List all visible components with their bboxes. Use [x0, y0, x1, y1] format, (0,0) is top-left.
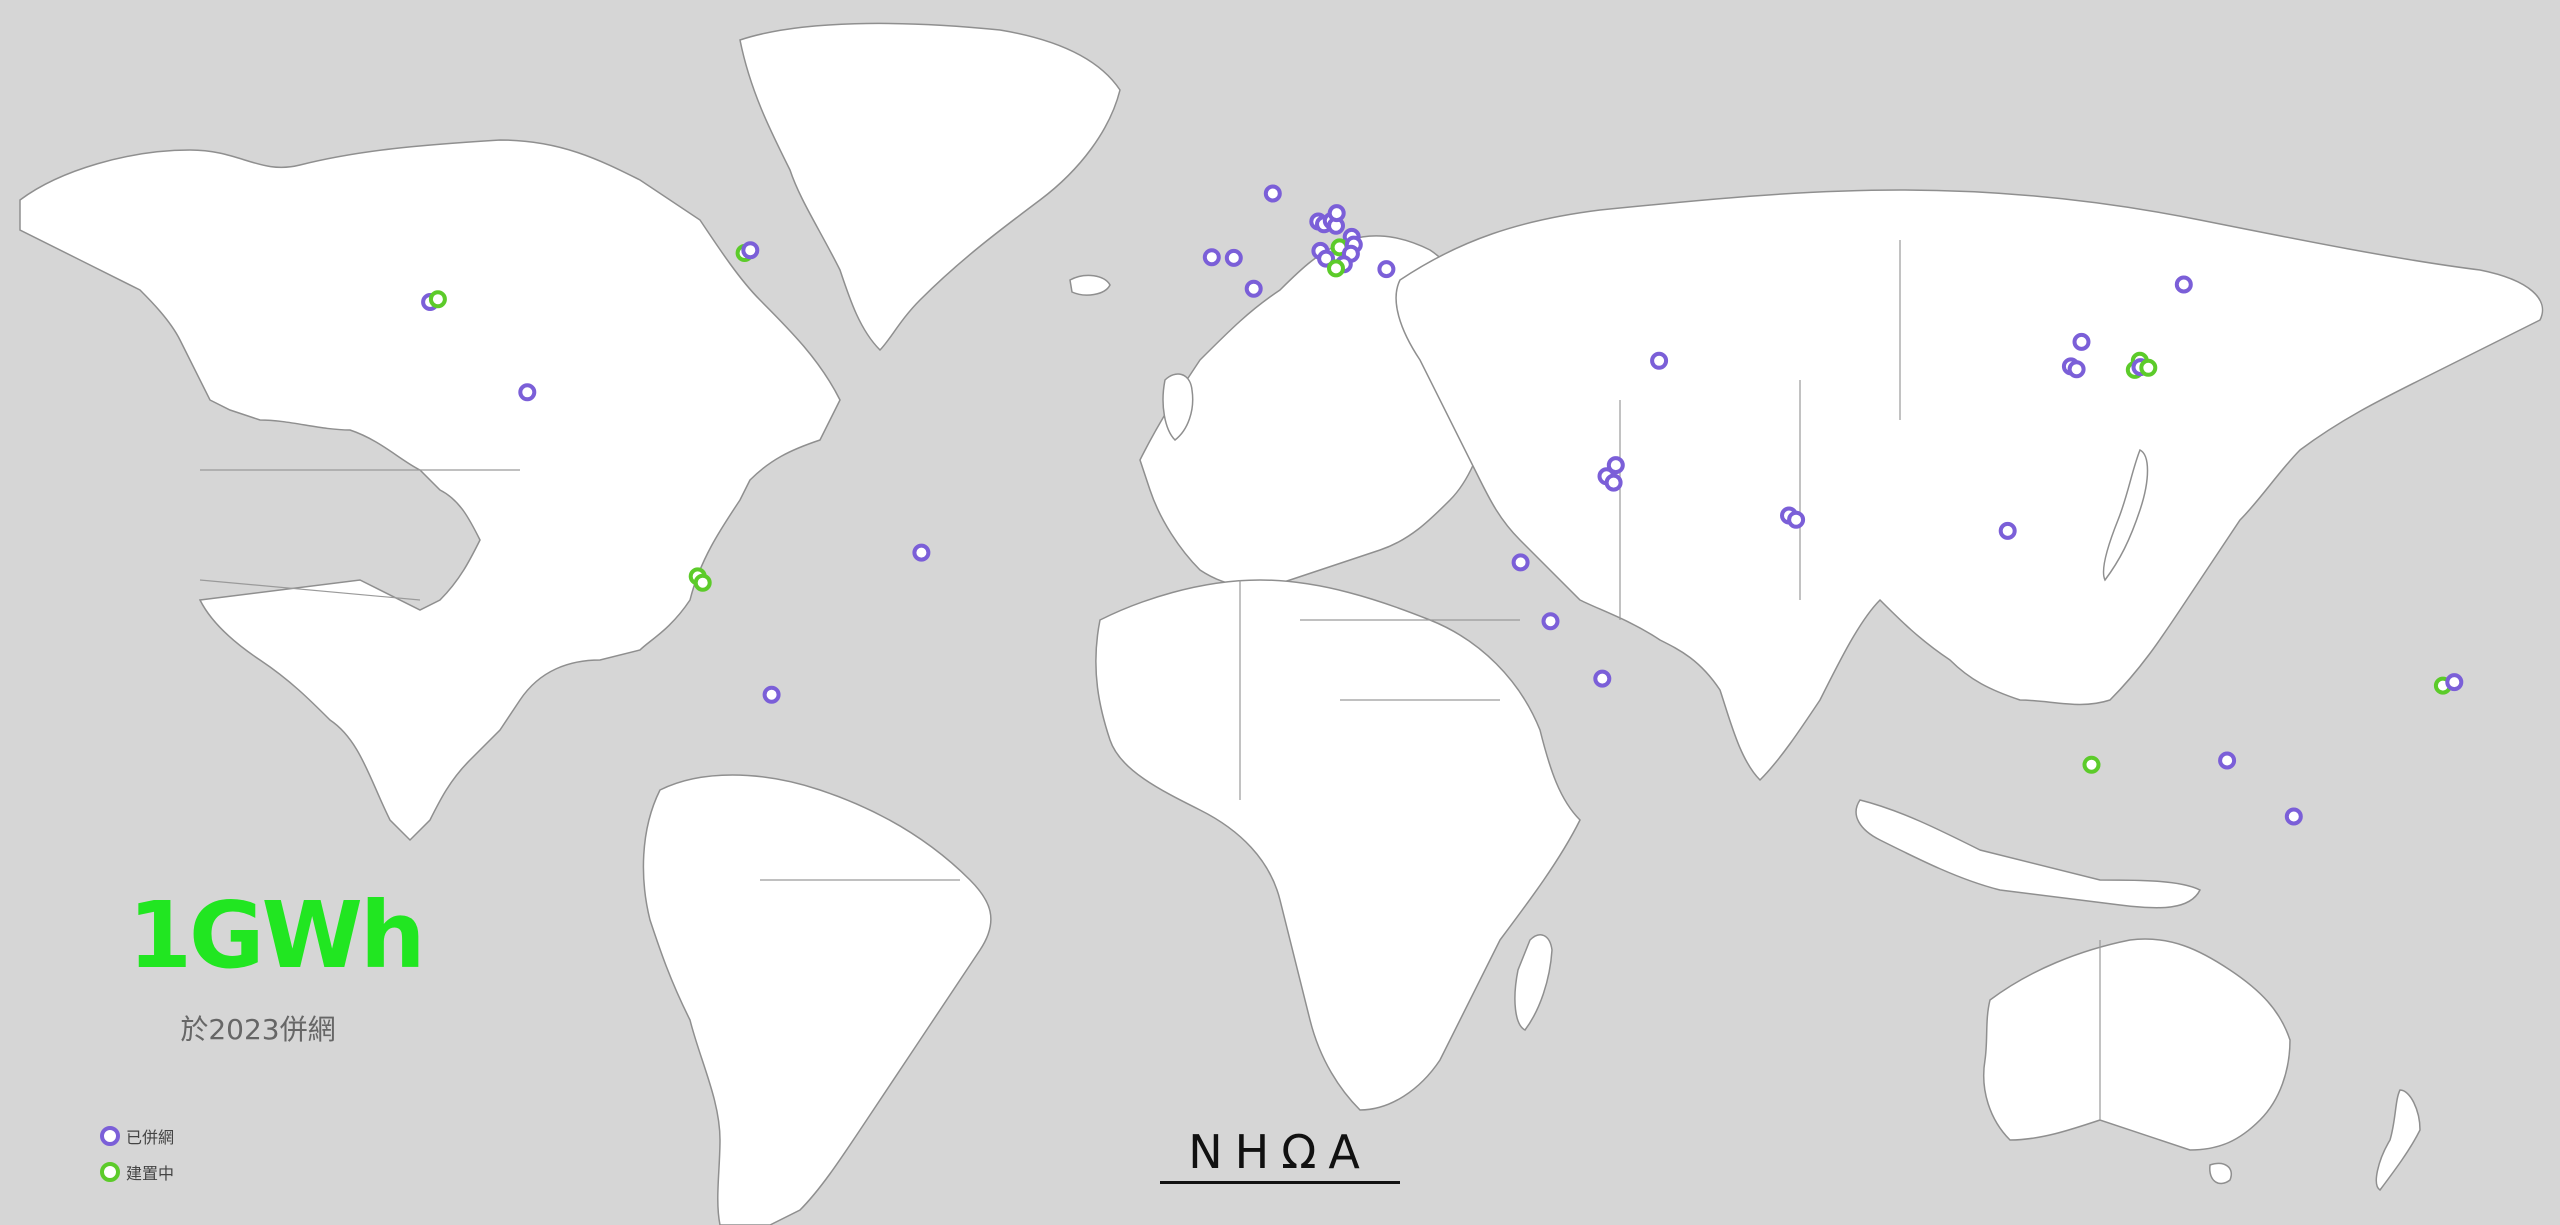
madagascar — [1514, 934, 1553, 1031]
legend-label-connected: 已併網 — [126, 1128, 175, 1147]
legend-item-construction: 建置中 — [100, 1154, 174, 1190]
indonesia — [1855, 799, 2202, 909]
uk — [1162, 373, 1194, 441]
site-marker-connected[interactable] — [1998, 521, 2017, 540]
site-marker-connected[interactable] — [1604, 473, 1623, 492]
south-america — [642, 774, 992, 1225]
capacity-headline: 1GWh — [128, 882, 426, 989]
africa — [1095, 579, 1581, 1111]
site-marker-connected[interactable] — [1244, 279, 1263, 298]
legend: 已併網 建置中 — [100, 1118, 174, 1190]
site-marker-connected[interactable] — [1593, 669, 1612, 688]
site-marker-connected[interactable] — [1541, 612, 1560, 631]
site-marker-construction[interactable] — [2082, 755, 2101, 774]
continents-layer — [19, 22, 2544, 1225]
site-marker-connected[interactable] — [1787, 510, 1806, 529]
site-marker-connected[interactable] — [2174, 275, 2193, 294]
site-marker-construction[interactable] — [2139, 358, 2158, 377]
asia — [1395, 189, 2544, 782]
site-marker-connected[interactable] — [2445, 673, 2464, 692]
connected-marker-icon — [100, 1126, 120, 1146]
site-marker-construction[interactable] — [428, 290, 447, 309]
site-marker-connected[interactable] — [741, 241, 760, 260]
site-marker-construction[interactable] — [693, 573, 712, 592]
site-marker-connected[interactable] — [518, 383, 537, 402]
site-marker-connected[interactable] — [2072, 332, 2091, 351]
site-marker-connected[interactable] — [2218, 751, 2237, 770]
site-marker-connected[interactable] — [1650, 351, 1669, 370]
japan — [2102, 448, 2149, 582]
legend-label-construction: 建置中 — [126, 1164, 175, 1183]
legend-item-connected: 已併網 — [100, 1118, 174, 1154]
site-marker-connected[interactable] — [1263, 184, 1282, 203]
greenland — [739, 22, 1121, 352]
site-marker-connected[interactable] — [1224, 248, 1243, 267]
australia — [1983, 938, 2291, 1151]
site-markers — [421, 184, 2464, 826]
site-marker-connected[interactable] — [1511, 553, 1530, 572]
capacity-caption: 於2023併網 — [180, 1013, 336, 1046]
north-america — [19, 139, 841, 842]
site-marker-connected[interactable] — [1606, 456, 1625, 475]
site-marker-connected[interactable] — [912, 543, 931, 562]
country-borders — [199, 240, 2101, 1120]
new-zealand — [2375, 1089, 2421, 1192]
site-marker-connected[interactable] — [1327, 204, 1346, 223]
site-marker-connected[interactable] — [2284, 807, 2303, 826]
site-marker-construction[interactable] — [1327, 259, 1345, 278]
nhoa-logo: NHΩA — [1160, 1125, 1400, 1184]
site-marker-connected[interactable] — [1377, 260, 1396, 279]
construction-marker-icon — [100, 1162, 120, 1182]
tasmania — [2209, 1162, 2232, 1185]
site-marker-connected[interactable] — [1202, 248, 1221, 267]
iceland — [1069, 274, 1111, 296]
site-marker-connected[interactable] — [2067, 360, 2086, 379]
site-marker-connected[interactable] — [762, 685, 781, 704]
